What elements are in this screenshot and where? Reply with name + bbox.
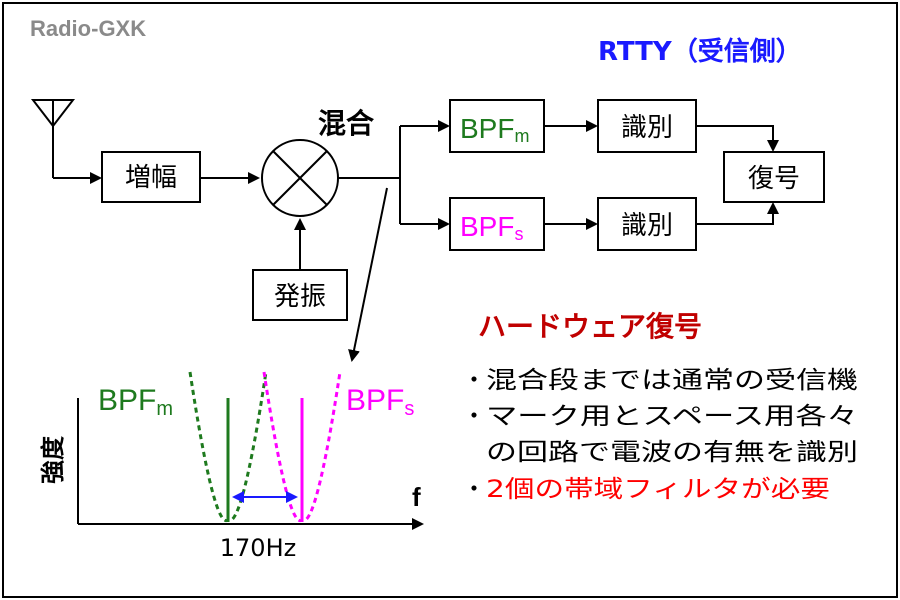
mixer-symbol: [261, 139, 339, 217]
amp-label: 増幅: [125, 163, 177, 193]
mixer-label: 混合: [318, 107, 375, 140]
antenna-icon: [30, 99, 76, 178]
note-line-highlight: 2個の帯域フィルタが必要: [486, 475, 830, 503]
bpf-s-block: [449, 197, 545, 251]
detect-lower-to-decoder-arrow: [696, 202, 779, 225]
detector-upper-block: [597, 99, 697, 153]
spectrum-pointer-arrow: [348, 187, 388, 362]
notes-panel: ハードウェア復号 ・ 混合段までは通常の受信機 ・ マーク用とスペース用各々 の…: [462, 310, 858, 503]
detector-lower-label: 識別: [621, 211, 673, 241]
oscillator-label: 発振: [274, 282, 326, 312]
note-line: 混合段までは通常の受信機: [486, 366, 858, 394]
oscillator-block: [252, 269, 348, 321]
decoder-block: [723, 151, 825, 203]
bpf-m-label: BPFm: [460, 113, 529, 146]
amp-block: [101, 151, 201, 203]
watermark: Radio-GXK: [30, 16, 146, 41]
spectrum-bpf-s-label: BPFs: [346, 384, 414, 420]
note-line: の回路で電波の有無を識別: [486, 438, 858, 466]
note-bullet: ・: [462, 402, 486, 430]
x-axis-label: f: [412, 482, 421, 512]
spectrum-bpf-m-label: BPFm: [98, 384, 173, 420]
bandwidth-label: 170Hz: [220, 534, 296, 562]
note-line: マーク用とスペース用各々: [486, 402, 858, 430]
page-title: RTTY（受信側）: [598, 36, 802, 67]
note-bullet: ・: [462, 366, 486, 394]
notes-heading: ハードウェア復号: [478, 310, 702, 343]
detector-upper-label: 識別: [621, 113, 673, 143]
detect-upper-to-decoder-arrow: [696, 125, 779, 152]
bpf-s-label: BPFs: [460, 211, 523, 244]
spectrum-sketch: 強度 f 170Hz BPFm BPFs: [39, 371, 424, 562]
note-bullet: ・: [462, 475, 486, 503]
decoder-label: 復号: [748, 164, 800, 194]
bpf-m-block: [449, 99, 545, 153]
mixer-output-lines: [338, 126, 401, 224]
y-axis-label: 強度: [39, 435, 67, 484]
